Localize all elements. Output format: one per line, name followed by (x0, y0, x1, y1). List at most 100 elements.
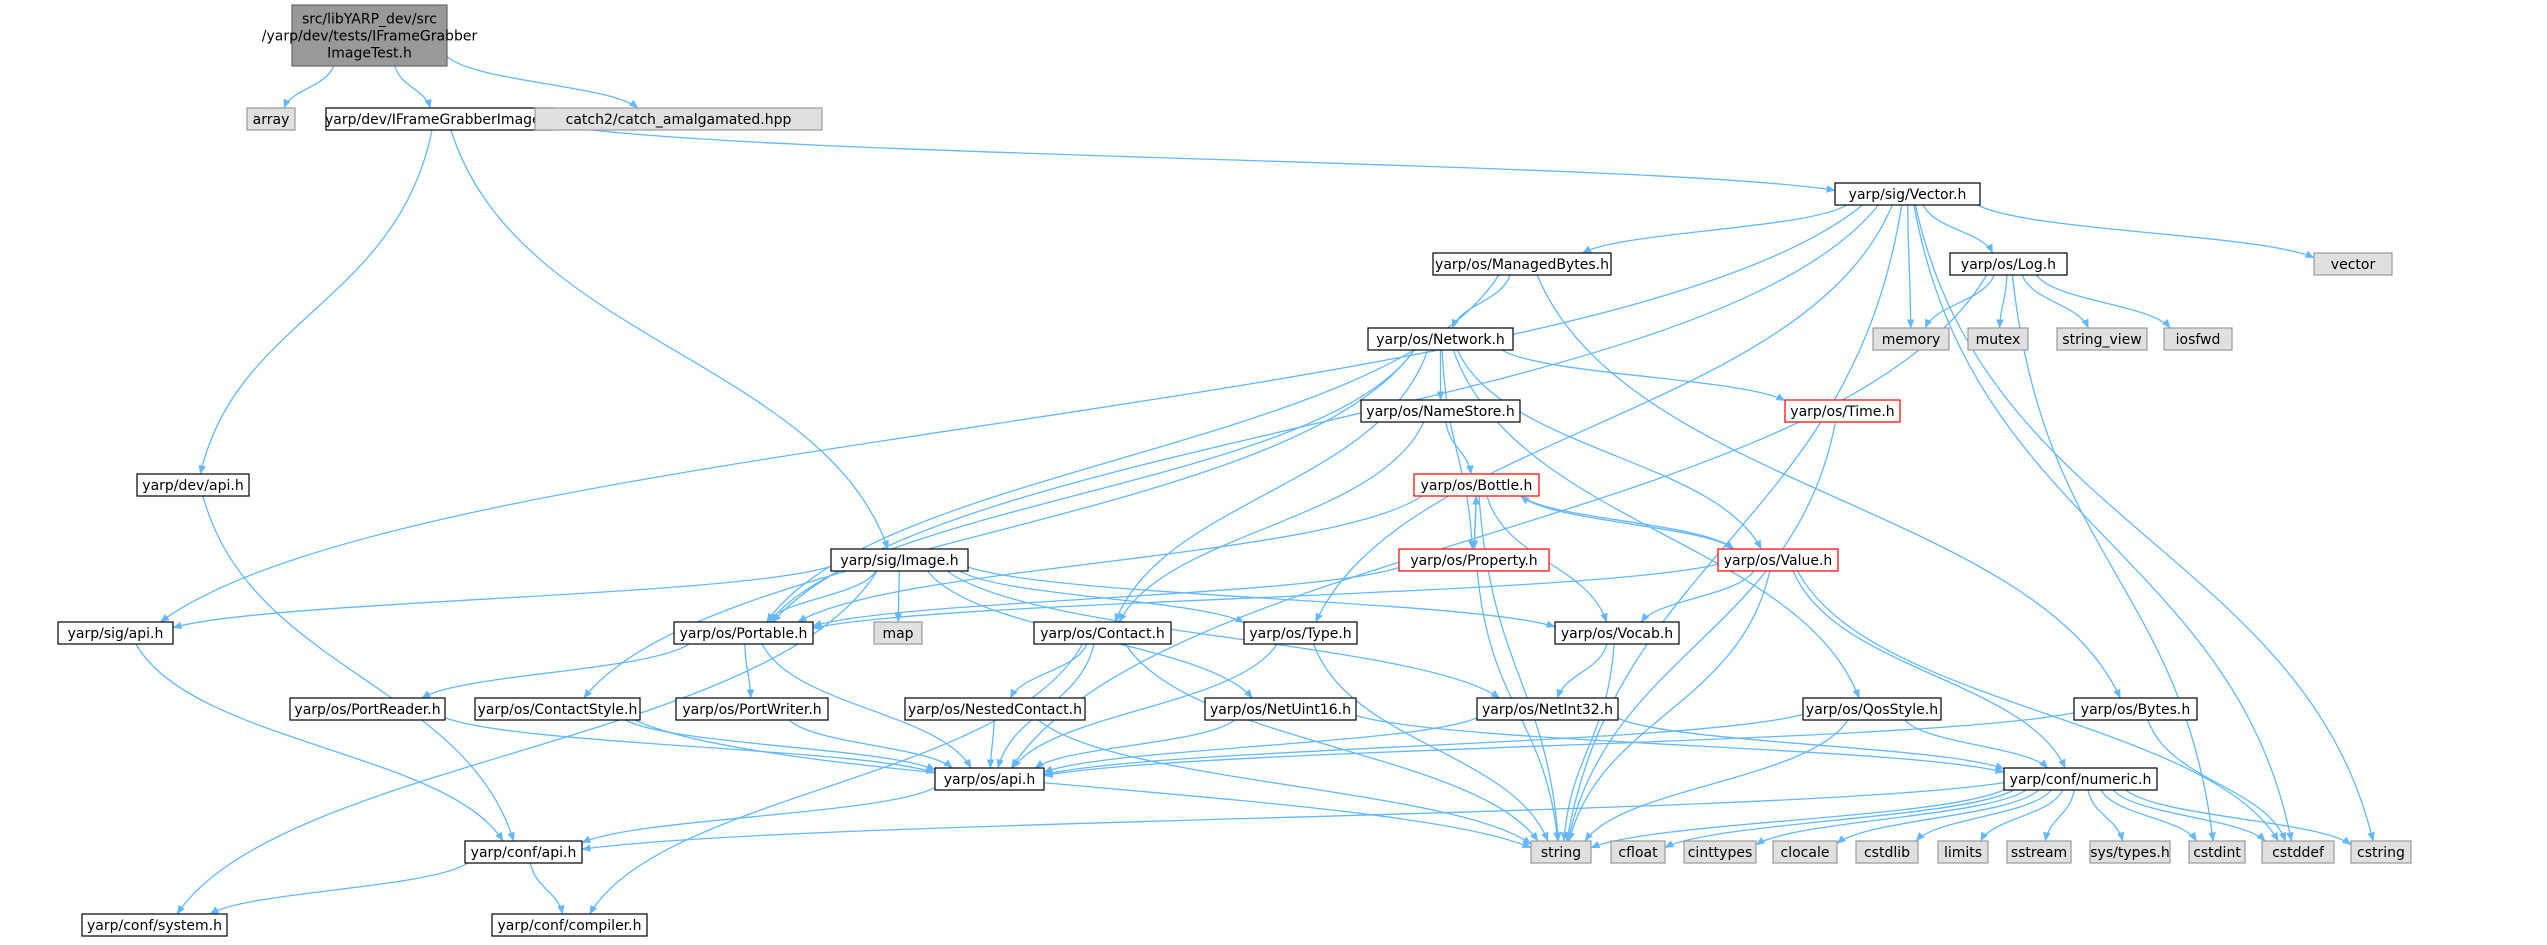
edge-netuint16-to-osapi (1034, 719, 1236, 769)
node-label-confcompiler: yarp/conf/compiler.h (498, 918, 642, 934)
edge-qosstyle-to-osapi (1043, 713, 1804, 777)
node-cstddef[interactable]: cstddef (2261, 840, 2335, 864)
node-label-qosstyle: yarp/os/QosStyle.h (1806, 702, 1938, 718)
edge-ifgi-to-devapi (198, 129, 433, 475)
node-portreader[interactable]: yarp/os/PortReader.h (289, 697, 446, 721)
edge-sigimage-to-netint32 (946, 570, 1501, 699)
edge-qosstyle-to-string (1584, 719, 1849, 842)
node-cstring[interactable]: cstring (2350, 840, 2412, 864)
node-label-map: map (882, 626, 913, 642)
edge-numeric-to-cinttypes (1755, 789, 2027, 846)
edge-sigvector-to-string (1564, 204, 1903, 842)
node-portwriter[interactable]: yarp/os/PortWriter.h (675, 697, 829, 721)
node-type[interactable]: yarp/os/Type.h (1243, 621, 1358, 645)
node-qosstyle[interactable]: yarp/os/QosStyle.h (1802, 697, 1942, 721)
node-label-portable: yarp/os/Portable.h (680, 626, 808, 642)
node-vocab[interactable]: yarp/os/Vocab.h (1554, 621, 1680, 645)
node-value[interactable]: yarp/os/Value.h (1717, 548, 1839, 572)
node-ifgi[interactable]: yarp/dev/IFrameGrabberImage.h (325, 107, 554, 131)
node-systypes[interactable]: sys/types.h (2089, 840, 2171, 864)
node-label-clocale: clocale (1781, 845, 1830, 861)
node-cstdlib[interactable]: cstdlib (1855, 840, 1919, 864)
node-label-time: yarp/os/Time.h (1790, 404, 1894, 420)
edge-confapi-to-confcompiler (529, 862, 565, 915)
edge-network-to-value (1456, 349, 1762, 550)
node-catch2[interactable]: catch2/catch_amalgamated.hpp (534, 107, 823, 131)
node-string[interactable]: string (1530, 840, 1592, 864)
node-box-cstdint (2188, 840, 2246, 864)
node-box-qosstyle (1802, 697, 1942, 721)
node-sigvector[interactable]: yarp/sig/Vector.h (1834, 182, 1981, 206)
node-sstream[interactable]: sstream (2006, 840, 2072, 864)
node-iosfwd[interactable]: iosfwd (2163, 327, 2233, 351)
edge-devapi-to-confapi (202, 495, 515, 842)
node-label-contact: yarp/os/Contact.h (1040, 626, 1165, 642)
node-box-managedbytes (1432, 252, 1612, 276)
node-confcompiler[interactable]: yarp/conf/compiler.h (491, 913, 648, 937)
node-box-confapi (464, 840, 583, 864)
node-box-cstring (2350, 840, 2412, 864)
node-osapi[interactable]: yarp/os/api.h (934, 767, 1045, 791)
node-bottle[interactable]: yarp/os/Bottle.h (1413, 473, 1540, 497)
node-confsystem[interactable]: yarp/conf/system.h (81, 913, 228, 937)
node-mutex[interactable]: mutex (1967, 327, 2029, 351)
node-managedbytes[interactable]: yarp/os/ManagedBytes.h (1432, 252, 1612, 276)
edge-confapi-to-confsystem (209, 862, 469, 915)
edge-sigimage-to-sigapi (172, 565, 832, 629)
node-box-string_view (2056, 327, 2148, 351)
node-netint32[interactable]: yarp/os/NetInt32.h (1476, 697, 1619, 721)
edge-sigvector-to-oslog (1922, 204, 1994, 254)
node-box-network (1367, 327, 1514, 351)
node-namestore[interactable]: yarp/os/NameStore.h (1360, 399, 1521, 423)
node-memory[interactable]: memory (1872, 327, 1950, 351)
node-box-memory (1872, 327, 1950, 351)
node-label-cstdint: cstdint (2193, 845, 2241, 861)
node-sigimage[interactable]: yarp/sig/Image.h (830, 548, 969, 572)
edge-ifgi-to-sigimage (450, 129, 889, 550)
node-bytes[interactable]: yarp/os/Bytes.h (2073, 697, 2198, 721)
node-portable[interactable]: yarp/os/Portable.h (673, 621, 814, 645)
node-label-managedbytes: yarp/os/ManagedBytes.h (1435, 257, 1609, 273)
node-box-sigvector (1834, 182, 1981, 206)
node-box-iosfwd (2163, 327, 2233, 351)
node-devapi[interactable]: yarp/dev/api.h (136, 473, 250, 497)
node-label-devapi: yarp/dev/api.h (142, 478, 243, 494)
edge-numeric-to-cstring (2125, 789, 2352, 846)
node-property[interactable]: yarp/os/Property.h (1398, 548, 1550, 572)
node-label-catch2: catch2/catch_amalgamated.hpp (566, 112, 792, 128)
node-label-netint32: yarp/os/NetInt32.h (1482, 702, 1613, 718)
edge-numeric-to-sstream (2043, 789, 2075, 842)
node-numeric[interactable]: yarp/conf/numeric.h (2003, 767, 2158, 791)
node-netuint16[interactable]: yarp/os/NetUint16.h (1204, 697, 1357, 721)
node-box-namestore (1360, 399, 1521, 423)
edge-network-to-contactstyle (583, 349, 1415, 699)
node-network[interactable]: yarp/os/Network.h (1367, 327, 1514, 351)
node-vector[interactable]: vector (2313, 252, 2393, 276)
edge-value-to-string (1567, 570, 1771, 842)
node-time[interactable]: yarp/os/Time.h (1784, 399, 1901, 423)
node-box-portwriter (675, 697, 829, 721)
node-string_view[interactable]: string_view (2056, 327, 2148, 351)
node-contact[interactable]: yarp/os/Contact.h (1033, 621, 1172, 645)
node-label-confsystem: yarp/conf/system.h (87, 918, 222, 934)
node-oslog[interactable]: yarp/os/Log.h (1949, 252, 2068, 276)
node-label-numeric: yarp/conf/numeric.h (2010, 772, 2152, 788)
node-box-contactstyle (474, 697, 641, 721)
node-sigapi[interactable]: yarp/sig/api.h (57, 621, 174, 645)
node-clocale[interactable]: clocale (1772, 840, 1838, 864)
node-array[interactable]: array (246, 107, 296, 131)
node-box-osapi (934, 767, 1045, 791)
node-nestedcontact[interactable]: yarp/os/NestedContact.h (904, 697, 1086, 721)
node-confapi[interactable]: yarp/conf/api.h (464, 840, 583, 864)
node-label-netuint16: yarp/os/NetUint16.h (1210, 702, 1351, 718)
edge-sigimage-to-portable (766, 570, 877, 623)
node-box-map (873, 621, 923, 645)
node-contactstyle[interactable]: yarp/os/ContactStyle.h (474, 697, 641, 721)
node-cfloat[interactable]: cfloat (1610, 840, 1666, 864)
edge-sigimage-to-map (894, 570, 903, 623)
edge-managedbytes-to-network (1451, 274, 1511, 329)
node-limits[interactable]: limits (1937, 840, 1989, 864)
node-cstdint[interactable]: cstdint (2188, 840, 2246, 864)
node-cinttypes[interactable]: cinttypes (1683, 840, 1757, 864)
node-map[interactable]: map (873, 621, 923, 645)
